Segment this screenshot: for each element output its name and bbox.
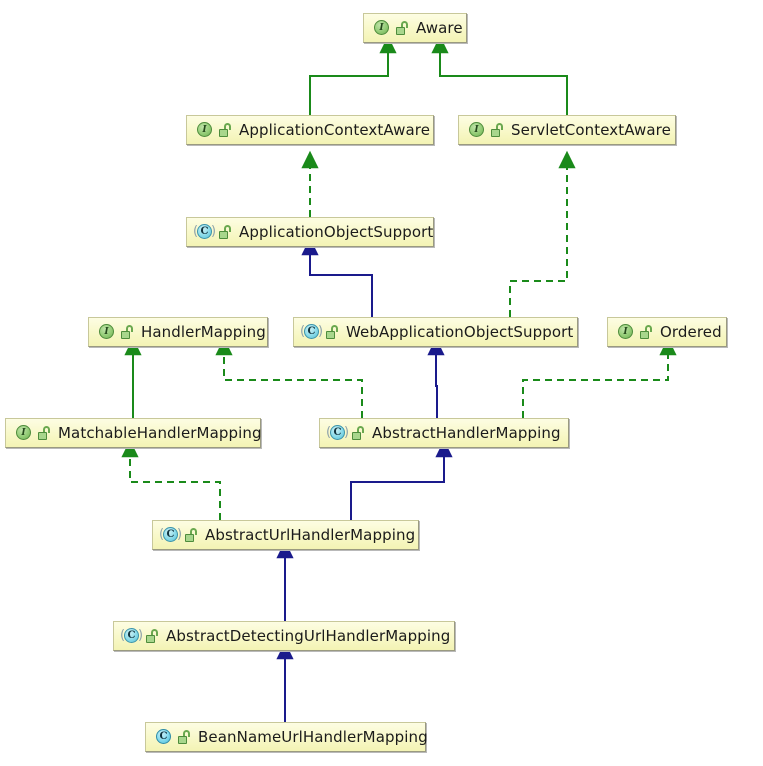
edge-abstract-handler-mapping-to-ordered — [522, 337, 677, 418]
node-label: AbstractDetectingUrlHandlerMapping — [166, 626, 451, 645]
node-servlet-context-aware[interactable]: I ServletContextAware — [458, 115, 676, 145]
abstract-class-badge-icon: () C — [120, 627, 144, 643]
node-label: MatchableHandlerMapping — [58, 423, 262, 442]
edge-web-application-object-support-to-application-object-support — [301, 237, 373, 317]
edge-servlet-context-aware-to-aware — [431, 35, 568, 115]
unlocked-padlock-icon — [146, 628, 159, 644]
edge-abstract-url-handler-mapping-to-abstract-handler-mapping — [350, 439, 453, 520]
class-badge-icon: C — [154, 728, 173, 747]
edge-application-context-aware-to-aware — [309, 35, 397, 115]
node-abstract-url-handler-mapping[interactable]: () C AbstractUrlHandlerMapping — [152, 520, 419, 550]
node-web-application-object-support[interactable]: () C WebApplicationObjectSupport — [293, 317, 578, 347]
interface-badge-icon: I — [14, 424, 33, 443]
node-handler-mapping[interactable]: I HandlerMapping — [88, 317, 268, 347]
node-abstract-detecting-url-handler-mapping[interactable]: () C AbstractDetectingUrlHandlerMapping — [113, 621, 455, 651]
node-abstract-handler-mapping[interactable]: () C AbstractHandlerMapping — [319, 418, 569, 448]
abstract-class-badge-icon: () C — [300, 323, 324, 339]
node-label: Aware — [416, 18, 463, 37]
unlocked-padlock-icon — [185, 527, 198, 543]
interface-badge-icon: I — [467, 121, 486, 140]
abstract-class-badge-icon: () C — [326, 424, 350, 440]
unlocked-padlock-icon — [396, 20, 409, 36]
unlocked-padlock-icon — [219, 122, 232, 138]
unlocked-padlock-icon — [640, 324, 653, 340]
abstract-class-badge-icon: () C — [193, 223, 217, 239]
edge-abstract-url-handler-mapping-to-matchable-handler-mapping — [121, 439, 221, 520]
abstract-class-badge-icon: () C — [159, 526, 183, 542]
edge-abstract-handler-mapping-to-handler-mapping — [215, 337, 363, 418]
node-label: ApplicationObjectSupport — [239, 222, 434, 241]
node-label: AbstractHandlerMapping — [372, 423, 561, 442]
unlocked-padlock-icon — [121, 324, 134, 340]
edge-abstract-handler-mapping-to-web-application-object-support — [427, 337, 445, 418]
node-label: Ordered — [660, 322, 722, 341]
unlocked-padlock-icon — [352, 425, 365, 441]
node-ordered[interactable]: I Ordered — [607, 317, 727, 347]
interface-badge-icon: I — [372, 19, 391, 38]
unlocked-padlock-icon — [178, 729, 191, 745]
node-aware[interactable]: I Aware — [363, 13, 467, 43]
node-label: ServletContextAware — [511, 120, 671, 139]
interface-badge-icon: I — [616, 323, 635, 342]
node-matchable-handler-mapping[interactable]: I MatchableHandlerMapping — [5, 418, 262, 448]
unlocked-padlock-icon — [38, 425, 51, 441]
node-label: HandlerMapping — [141, 322, 266, 341]
unlocked-padlock-icon — [326, 324, 339, 340]
edge-web-application-object-support-to-servlet-context-aware — [509, 150, 576, 317]
unlocked-padlock-icon — [219, 224, 232, 240]
node-label: BeanNameUrlHandlerMapping — [198, 727, 428, 746]
node-label: ApplicationContextAware — [239, 120, 431, 139]
unlocked-padlock-icon — [491, 122, 504, 138]
node-application-object-support[interactable]: () C ApplicationObjectSupport — [186, 217, 434, 247]
node-label: WebApplicationObjectSupport — [346, 322, 574, 341]
node-label: AbstractUrlHandlerMapping — [205, 525, 416, 544]
interface-badge-icon: I — [195, 121, 214, 140]
node-application-context-aware[interactable]: I ApplicationContextAware — [186, 115, 434, 145]
node-bean-name-url-handler-mapping[interactable]: C BeanNameUrlHandlerMapping — [145, 722, 428, 752]
interface-badge-icon: I — [97, 323, 116, 342]
